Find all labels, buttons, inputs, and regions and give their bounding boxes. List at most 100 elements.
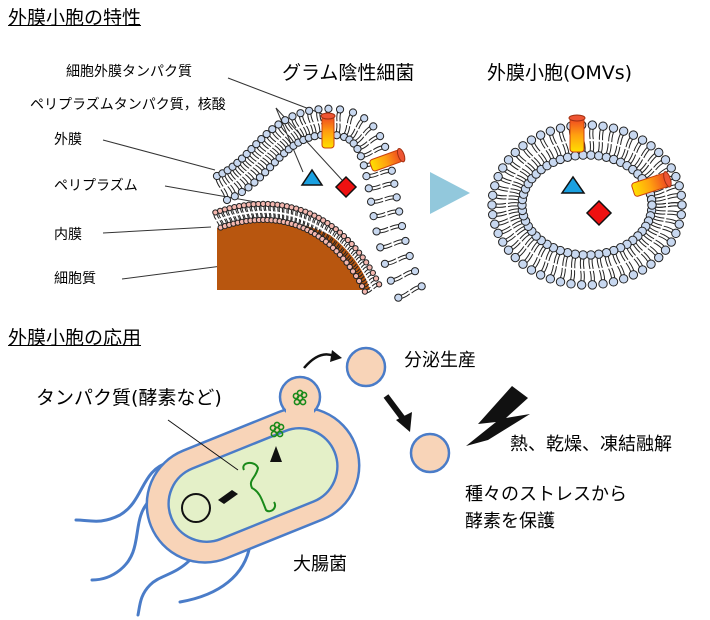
lipid-head — [417, 282, 426, 291]
lipid-head — [570, 151, 580, 161]
lipid-head — [594, 249, 604, 259]
release-curve-arrow — [303, 353, 335, 369]
stress-arrow-head-icon — [396, 412, 412, 432]
lipid-head — [366, 264, 373, 271]
omv-triangle-icon — [560, 175, 586, 194]
lipid-head — [498, 163, 508, 173]
lipid-head — [555, 123, 566, 133]
secreted-vesicle — [345, 346, 387, 388]
stress-arrow-shaft — [383, 394, 407, 422]
lipid-head — [394, 293, 403, 302]
lipid-head — [372, 275, 380, 282]
lipid-head — [358, 283, 366, 290]
label-protection-line1: 種々のストレスから — [465, 484, 627, 505]
lipid-head — [671, 171, 681, 182]
lipid-head — [343, 259, 350, 266]
lipid-head — [628, 270, 639, 280]
lipid-head — [646, 141, 656, 151]
lipid-head — [360, 114, 369, 123]
lipid-head — [288, 112, 297, 121]
lipid-head — [510, 252, 520, 263]
label-protein-enzyme: タンパク質(酵素など) — [36, 387, 222, 409]
lipid-head — [348, 108, 358, 117]
lipid-head — [510, 147, 520, 158]
lipid-head — [380, 259, 390, 268]
flagella — [74, 460, 252, 617]
lipid-head — [349, 139, 358, 148]
lipid-head — [608, 123, 619, 133]
lipid-head — [359, 161, 368, 170]
lipid-head — [401, 236, 410, 246]
budding-neck — [286, 408, 314, 422]
lipid-head — [405, 251, 414, 261]
ecoli-cell — [145, 406, 361, 564]
lipid-head — [386, 276, 395, 285]
lipid-head — [333, 248, 340, 255]
lipid-head — [493, 228, 503, 239]
lipid-head — [356, 249, 363, 256]
lipid-head — [349, 268, 357, 275]
lipid-head — [255, 173, 265, 182]
lipid-head — [618, 126, 629, 136]
lipid-head — [608, 277, 619, 287]
lipid-head — [244, 183, 253, 192]
lipid-head — [361, 288, 368, 295]
lipid-head — [598, 121, 608, 131]
omv-title: 外膜小胞(OMVs) — [487, 62, 633, 84]
lipid-head — [237, 187, 247, 197]
lipid-head — [503, 155, 514, 165]
lipid-head — [676, 190, 687, 201]
lipid-head — [381, 142, 390, 151]
lipid-head — [410, 267, 420, 276]
label-stress: 熱、乾燥、凍結融解 — [510, 434, 672, 455]
protected-vesicle — [409, 432, 451, 474]
lipid-head — [628, 130, 639, 140]
lipid-head — [344, 236, 351, 244]
lipid-head — [660, 155, 671, 165]
leader-line-protein — [167, 419, 239, 471]
lipid-head — [646, 259, 656, 269]
lipid-head — [654, 252, 664, 263]
lipid-head — [363, 259, 370, 266]
lipid-head — [362, 172, 371, 181]
lipid-head — [518, 259, 528, 269]
lipid-head — [355, 277, 363, 285]
lipid-head — [498, 237, 508, 247]
lipid-head — [487, 190, 498, 201]
bacteria-title: グラム陰性細菌 — [282, 62, 415, 84]
lipid-head — [660, 245, 671, 255]
lipid-head — [387, 166, 396, 175]
lipid-head — [518, 141, 528, 151]
lipid-head — [230, 192, 239, 201]
lipid-head — [369, 212, 378, 221]
lipid-head — [359, 254, 366, 261]
omv-vesicle — [487, 120, 687, 290]
lipid-head — [535, 270, 546, 280]
lipid-head — [332, 226, 339, 233]
lipid-head — [310, 132, 319, 141]
folded-protein-icon — [269, 421, 285, 438]
lipid-head — [570, 249, 580, 259]
transport-arrow-icon — [270, 446, 282, 462]
lipid-head — [324, 104, 333, 113]
leader-line-inner-membrane — [102, 226, 212, 234]
lipid-head — [666, 163, 676, 173]
lipid-head — [366, 197, 376, 206]
lipid-head — [637, 265, 648, 275]
lipid-head — [545, 274, 556, 284]
lipid-head — [666, 237, 676, 247]
lipid-head — [562, 152, 573, 163]
periplasm-protein-triangle-icon — [300, 168, 324, 186]
lipid-head — [257, 135, 266, 144]
lipid-head — [274, 120, 283, 129]
lipid-head — [566, 279, 576, 289]
lipid-head — [328, 222, 335, 230]
lipid-head — [340, 233, 348, 240]
section-title-properties: 外膜小胞の特性 — [8, 7, 142, 29]
leader-line-periplasm-protein-a — [275, 107, 304, 173]
label-outer-membrane: 外膜 — [54, 132, 82, 148]
lipid-head — [340, 255, 347, 262]
lipid-head — [336, 251, 344, 258]
cytoplasm-region — [217, 220, 370, 290]
lipid-head — [674, 181, 684, 191]
